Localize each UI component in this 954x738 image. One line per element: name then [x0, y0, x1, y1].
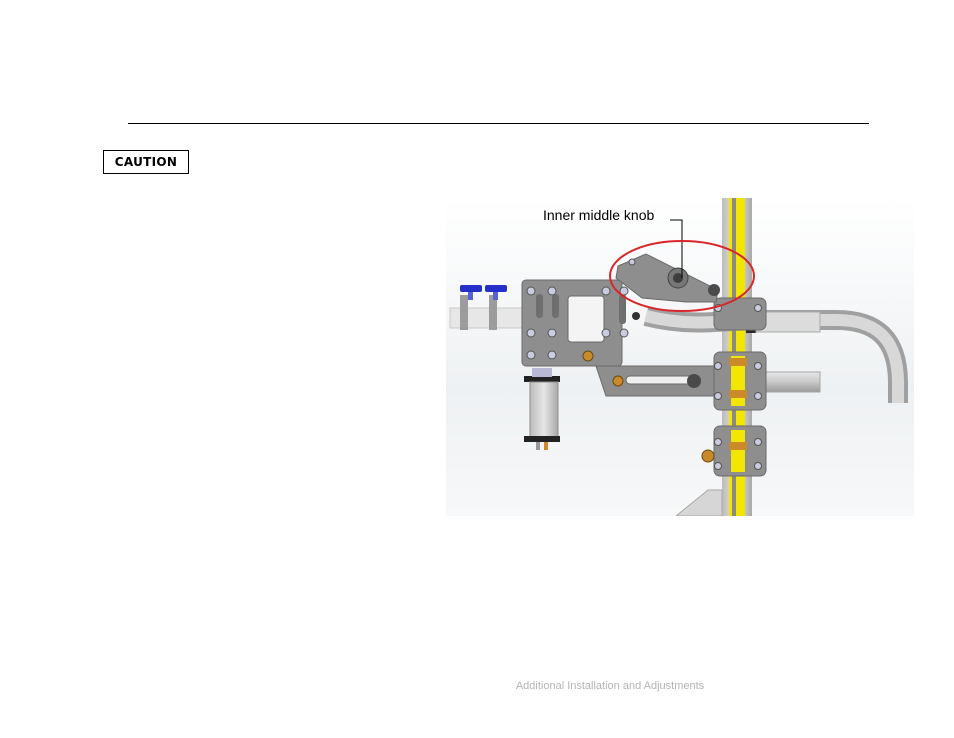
cylinder	[524, 368, 560, 450]
header-rule	[128, 123, 869, 124]
highlight-ellipse	[609, 240, 755, 312]
top-linkage	[615, 253, 720, 303]
mounting-plate	[521, 279, 640, 367]
figure-background	[446, 198, 914, 516]
lower-bracket	[675, 489, 723, 516]
blue-knob-icon	[485, 285, 507, 300]
knob-assembly-figure	[446, 198, 914, 516]
rail-clamp	[701, 297, 767, 477]
inner-middle-knob-icon	[673, 273, 683, 283]
slotted-arm	[595, 365, 747, 397]
callout-leader	[670, 219, 683, 278]
caution-label: CAUTION	[103, 150, 189, 174]
caution-text: CAUTION	[114, 155, 178, 169]
callout-label: Inner middle knob	[543, 207, 655, 223]
blue-knob-icon	[460, 285, 482, 300]
footer-text: Additional Installation and Adjustments	[515, 680, 705, 692]
